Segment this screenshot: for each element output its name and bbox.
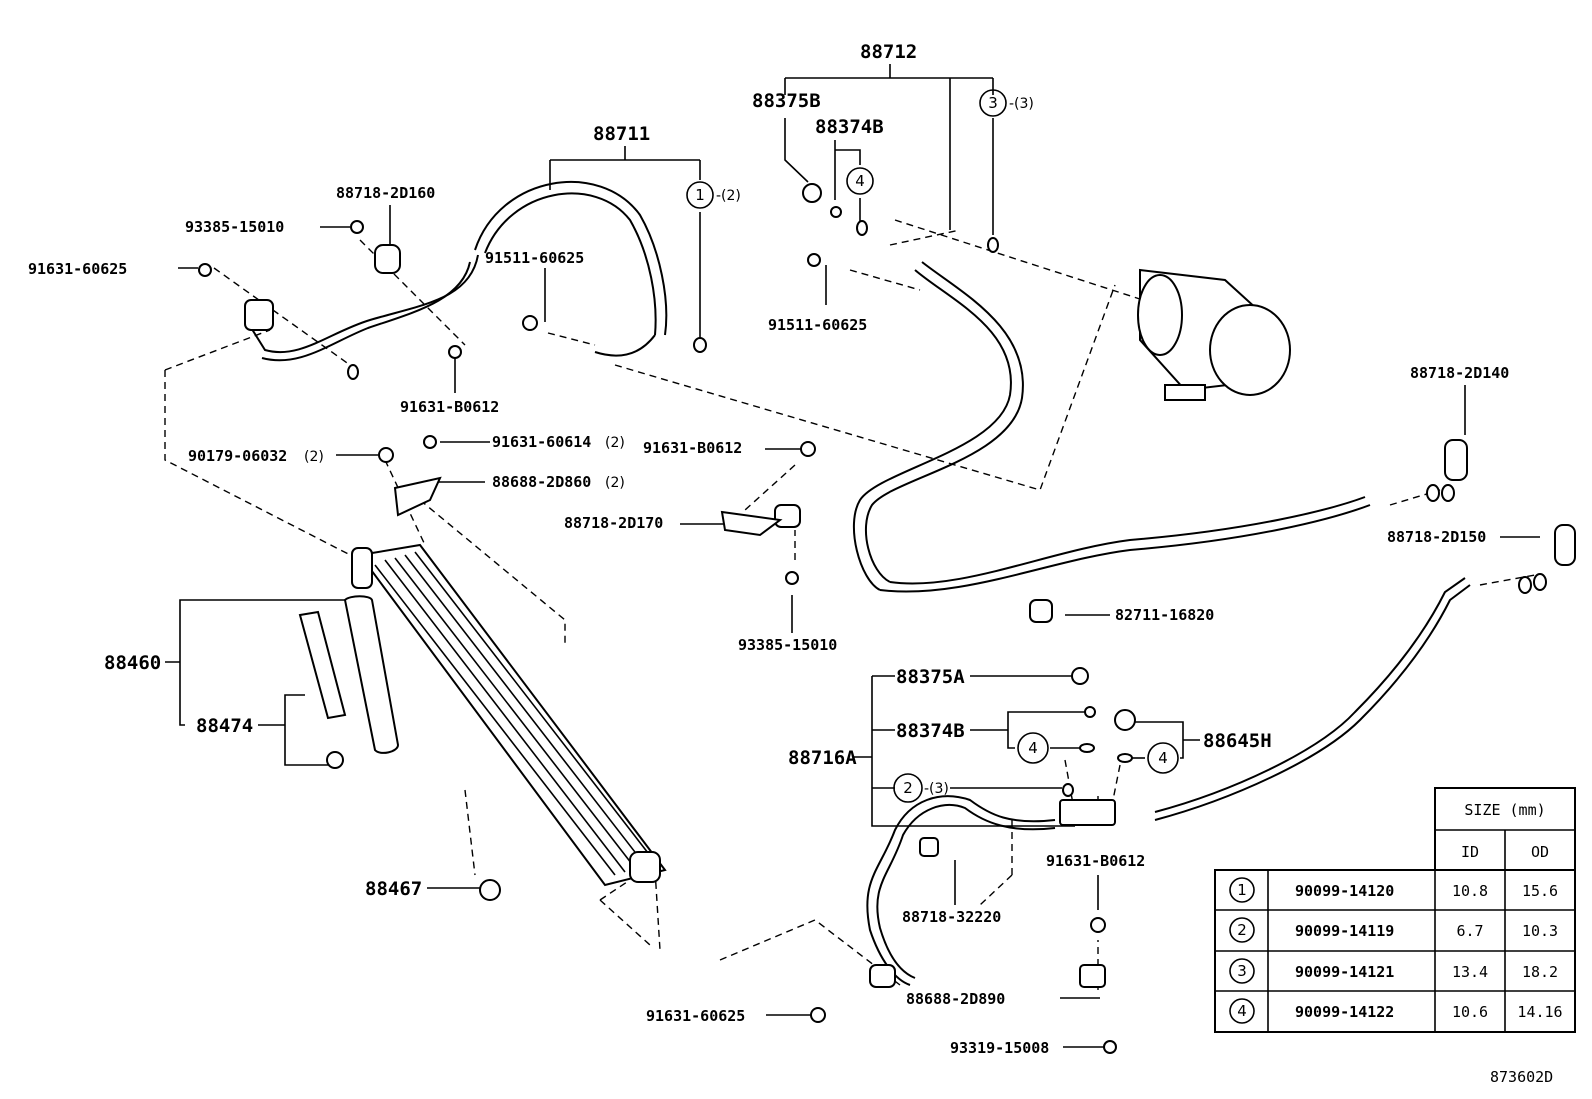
svg-text:13.4: 13.4 (1452, 963, 1488, 981)
svg-text:10.3: 10.3 (1522, 922, 1558, 940)
label-91631-B0612-bottom: 91631-B0612 (1046, 852, 1145, 870)
assembly-dashed-lines (164, 219, 1536, 990)
svg-text:(2): (2) (304, 449, 324, 465)
svg-text:1: 1 (695, 186, 705, 204)
svg-text:10.8: 10.8 (1452, 882, 1488, 900)
label-91631-60625-bottom: 91631-60625 (646, 1007, 745, 1025)
callout-1: 1 -(2) (686, 181, 741, 209)
label-88716A: 88716A (788, 747, 857, 769)
svg-text:2: 2 (903, 779, 913, 797)
label-88688-2D890: 88688-2D890 (906, 990, 1005, 1008)
svg-text:4: 4 (1158, 749, 1168, 767)
label-88374B-top: 88374B (815, 116, 884, 138)
size-row-3: 3 90099-14121 13.4 18.2 (1229, 958, 1558, 984)
svg-text:3: 3 (1237, 962, 1247, 980)
svg-text:90099-14121: 90099-14121 (1295, 963, 1394, 981)
label-91631-60625-top: 91631-60625 (28, 260, 127, 278)
svg-text:90099-14120: 90099-14120 (1295, 882, 1394, 900)
label-91511-60625-right: 91511-60625 (768, 316, 867, 334)
callout-4-left: 4 (1017, 732, 1049, 764)
size-table-header: SIZE (mm) (1464, 801, 1545, 819)
label-88718-2D170: 88718-2D170 (564, 514, 663, 532)
label-88375A: 88375A (896, 666, 965, 688)
size-row-2: 2 90099-14119 6.7 10.3 (1229, 917, 1558, 943)
size-table-col-id: ID (1461, 843, 1479, 861)
part-labels: 88712 88375B 88374B 88711 88718-2D160 93… (28, 41, 1509, 1057)
callout-2: 2 -(3) (893, 773, 949, 803)
svg-text:2: 2 (1237, 921, 1247, 939)
diagram-id: 873602D (1490, 1068, 1553, 1086)
label-88474: 88474 (196, 715, 253, 737)
svg-text:(2): (2) (605, 435, 625, 451)
svg-text:14.16: 14.16 (1517, 1003, 1562, 1021)
label-88712: 88712 (860, 41, 917, 63)
label-91631-60614: 91631-60614 (492, 433, 591, 451)
label-88467: 88467 (365, 878, 422, 900)
receiver-dryer (298, 595, 400, 769)
svg-text:(2): (2) (605, 475, 625, 491)
label-90179-06032: 90179-06032 (188, 447, 287, 465)
svg-text:-(2): -(2) (716, 188, 741, 204)
svg-text:4: 4 (1237, 1002, 1247, 1020)
leader-lines (165, 64, 1540, 1048)
size-table-col-od: OD (1531, 843, 1549, 861)
label-88718-2D160: 88718-2D160 (336, 184, 435, 202)
svg-text:3: 3 (988, 94, 998, 112)
label-88711: 88711 (593, 123, 650, 145)
circled-callouts: 1 -(2) 3 -(3) 4 4 4 2 -(3) (686, 89, 1179, 803)
label-88718-32220: 88718-32220 (902, 908, 1001, 926)
label-91631-B0612-left: 91631-B0612 (400, 398, 499, 416)
size-table: SIZE (mm) ID OD 1 90099-14120 10.8 15.6 … (1214, 787, 1576, 1033)
svg-text:4: 4 (855, 172, 865, 190)
callout-4-top: 4 (846, 167, 874, 195)
condenser-88460 (351, 543, 667, 887)
label-93385-15010-top: 93385-15010 (185, 218, 284, 236)
label-88375B: 88375B (752, 90, 821, 112)
size-row-4: 4 90099-14122 10.6 14.16 (1229, 998, 1563, 1024)
svg-text:15.6: 15.6 (1522, 882, 1558, 900)
svg-text:6.7: 6.7 (1456, 922, 1483, 940)
label-91631-B0612-mid: 91631-B0612 (643, 439, 742, 457)
svg-text:4: 4 (1028, 739, 1038, 757)
svg-text:1: 1 (1237, 881, 1247, 899)
svg-text:10.6: 10.6 (1452, 1003, 1488, 1021)
size-row-1: 1 90099-14120 10.8 15.6 (1229, 877, 1558, 903)
svg-text:-(3): -(3) (924, 781, 949, 797)
label-88374B-bottom: 88374B (896, 720, 965, 742)
label-88718-2D150: 88718-2D150 (1387, 528, 1486, 546)
label-88645H: 88645H (1203, 730, 1272, 752)
svg-text:90099-14119: 90099-14119 (1295, 922, 1394, 940)
svg-text:-(3): -(3) (1009, 96, 1034, 112)
label-93385-15010-mid: 93385-15010 (738, 636, 837, 654)
callout-4-right: 4 (1147, 742, 1179, 774)
svg-text:18.2: 18.2 (1522, 963, 1558, 981)
callout-3-top: 3 -(3) (979, 89, 1034, 117)
label-93319-15008: 93319-15008 (950, 1039, 1049, 1057)
parts (198, 183, 1576, 1054)
label-88718-2D140: 88718-2D140 (1410, 364, 1509, 382)
label-82711-16820: 82711-16820 (1115, 606, 1214, 624)
pipes-and-hoses (244, 181, 1471, 986)
label-91511-60625-left: 91511-60625 (485, 249, 584, 267)
compressor (1137, 268, 1291, 401)
svg-text:90099-14122: 90099-14122 (1295, 1003, 1394, 1021)
label-88688-2D860: 88688-2D860 (492, 473, 591, 491)
label-88460: 88460 (104, 652, 161, 674)
